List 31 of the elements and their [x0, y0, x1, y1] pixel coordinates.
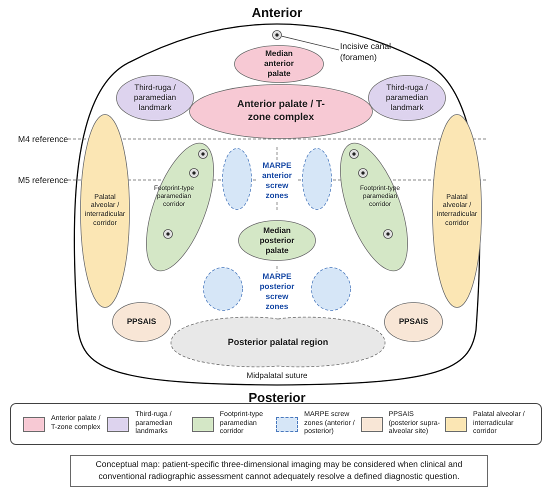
region-label: Median posterior palate — [258, 226, 296, 256]
region-label: Third-ruga / paramedian landmark — [384, 83, 430, 113]
zone-label: MARPE posterior screw zones — [257, 272, 297, 312]
region-label: PPSAIS — [398, 317, 430, 327]
region-ellipse — [234, 45, 324, 83]
region-ellipse — [189, 84, 373, 139]
region-ellipse — [116, 75, 194, 121]
region-ellipse — [238, 220, 316, 261]
direction-label: Anterior — [252, 4, 302, 22]
region-label: Third-ruga / paramedian landmark — [132, 83, 178, 113]
region-label: Anterior palate / T-zone complex — [236, 99, 326, 124]
foramen-marker — [272, 30, 282, 40]
caption-note: Conceptual map: patient-specific three-dimensional imaging may be considered when clinical and conventional radiographic assessment cannot adequately resolve a defined diagnostic question. — [70, 455, 488, 487]
region-ellipse — [368, 75, 446, 121]
zone-label: MARPE anterior screw zones — [258, 161, 296, 201]
screw-zone-ellipse — [302, 148, 332, 210]
screw-zone-ellipse — [311, 267, 351, 311]
region-label: PPSAIS — [126, 317, 158, 327]
corridor-ellipse — [80, 114, 130, 308]
site-ellipse — [384, 302, 443, 342]
suture-label: Midpalatal suture — [244, 370, 310, 382]
screw-zone-ellipse — [203, 267, 243, 311]
corridor-ellipse — [432, 114, 482, 308]
region-shape — [170, 316, 386, 369]
leader-line — [281, 36, 340, 50]
region-label: Median anterior palate — [263, 49, 295, 79]
region-label: Incisive canal (foramen) — [340, 41, 392, 62]
screw-zone-ellipse — [222, 148, 252, 210]
region-label: Posterior palatal region — [226, 336, 330, 348]
direction-label: Posterior — [248, 389, 306, 407]
site-ellipse — [112, 302, 171, 342]
